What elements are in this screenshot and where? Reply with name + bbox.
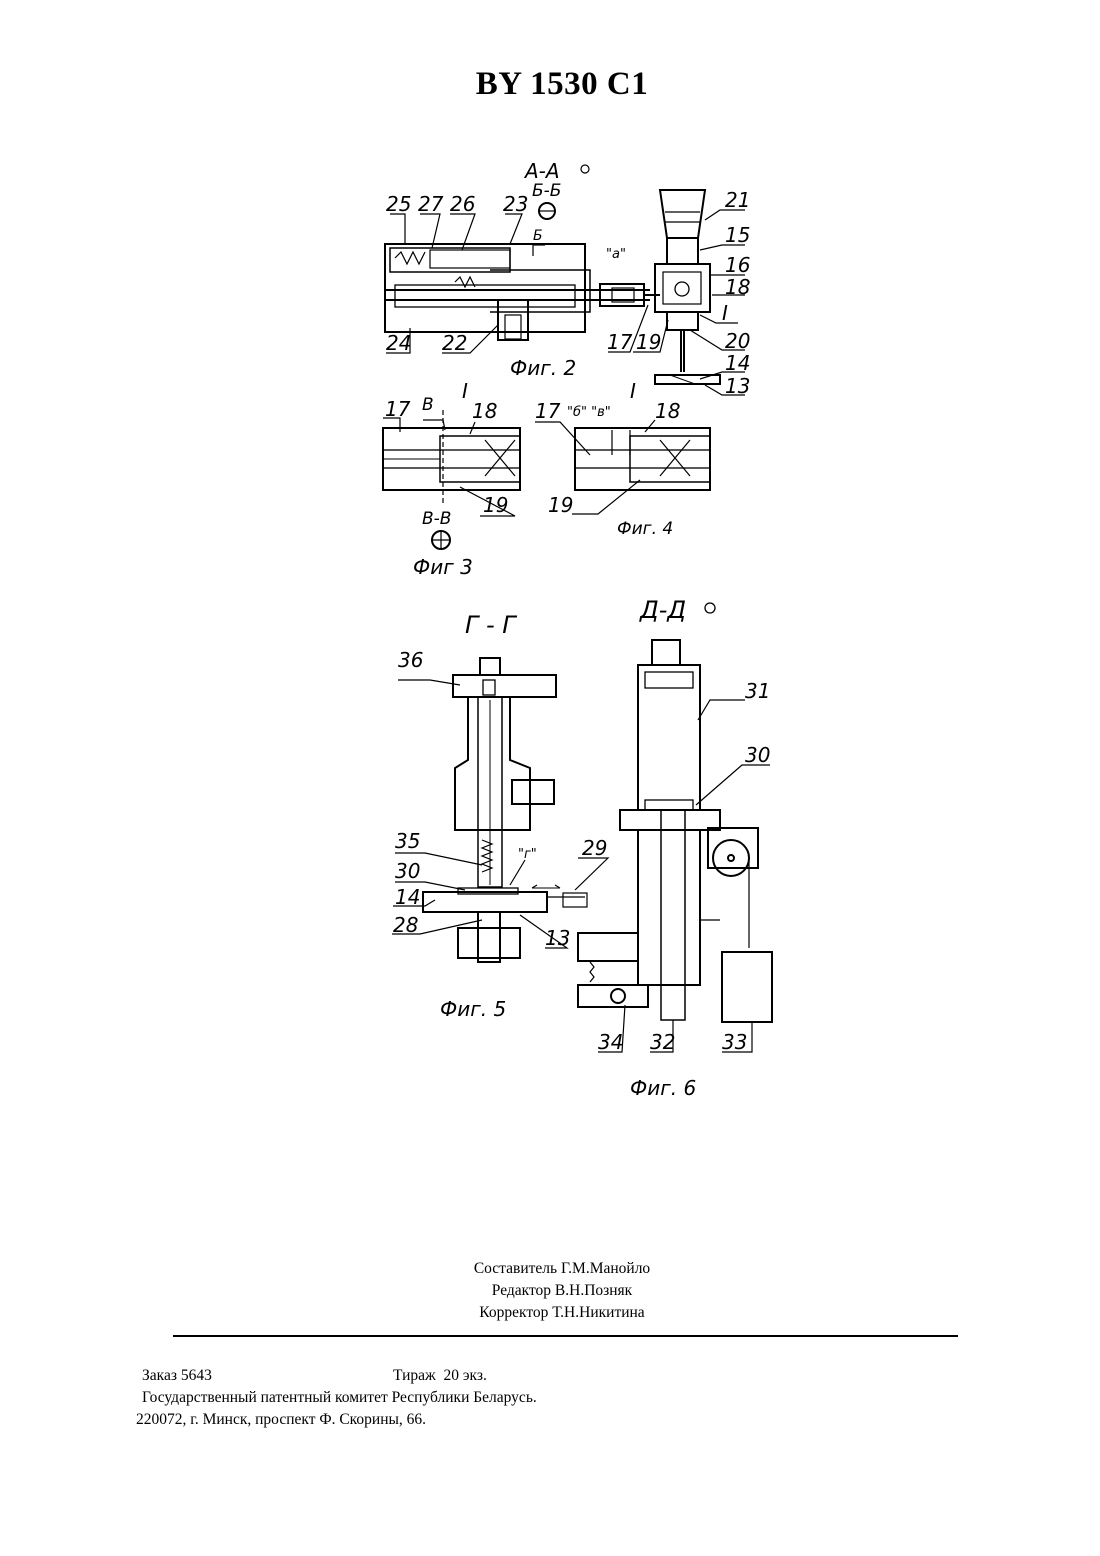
section-label-d-d: Д-Д [639,596,686,624]
figure-6-drawing [578,603,772,1052]
credits-proofreader: Корректор Т.Н.Никитина [0,1302,1100,1323]
fig3-marker-v: В [422,395,434,415]
fig5-label-28: 28 [393,913,418,937]
fig2-label-25: 25 [386,192,411,216]
fig2-label-20: 20 [725,329,750,353]
fig4-label-19: 19 [548,493,573,517]
fig6-caption: Фиг. 6 [630,1076,696,1100]
letter-a: "а" [606,247,626,262]
fig4-label-17: 17 [535,399,561,423]
figure-5-drawing [392,658,608,962]
fig5-label-36: 36 [398,648,423,672]
patent-drawings: А-А Б-Б Б "а" 25 27 26 23 21 15 16 18 24… [360,150,800,1110]
fig6-label-33: 33 [722,1030,747,1054]
fig2-label-16: 16 [725,253,750,277]
fig5-label-13: 13 [545,926,570,950]
fig5-caption: Фиг. 5 [440,997,506,1021]
fig4-letters: "б" "в" [567,405,611,420]
section-label-v-v: В-В [422,509,451,529]
fig2-label-27: 27 [418,192,444,216]
fig3-label-19: 19 [483,493,508,517]
fig3-caption: Фиг 3 [413,555,473,579]
fig2-label-15: 15 [725,223,750,247]
fig6-label-34: 34 [598,1030,623,1054]
footer-divider [173,1335,958,1337]
footer-circulation: Тираж 20 экз. [393,1367,487,1385]
fig2-label-24: 24 [386,331,411,355]
figure-3-drawing [383,410,520,549]
fig2-label-19: 19 [636,330,661,354]
fig4-caption: Фиг. 4 [617,519,673,539]
patent-number-title: BY 1530 C1 [0,66,1100,103]
fig3-label-I: I [462,379,468,403]
fig2-label-18: 18 [725,275,750,299]
fig2-label-26: 26 [450,192,475,216]
fig5-label-35: 35 [395,829,420,853]
fig2-label-22: 22 [442,331,467,355]
fig2-label-17: 17 [607,330,633,354]
fig3-label-18: 18 [472,399,497,423]
fig5-label-14: 14 [395,885,420,909]
fig6-label-31: 31 [745,679,770,703]
fig4-label-I: I [630,379,636,403]
section-label-a-a: А-А [523,159,560,183]
fig5-label-30: 30 [395,859,420,883]
credits-compiler: Составитель Г.М.Манойло [0,1258,1100,1279]
fig2-label-13: 13 [725,374,750,398]
footer-order: Заказ 5643 [142,1367,212,1385]
fig2-label-I: I [722,301,728,325]
footer-address: 220072, г. Минск, проспект Ф. Скорины, 6… [136,1411,426,1429]
section-label-g-g: Г - Г [465,611,517,639]
credits-editor: Редактор В.Н.Позняк [0,1280,1100,1301]
fig2-caption: Фиг. 2 [510,356,576,380]
fig3-label-17: 17 [385,397,411,421]
section-marker-b: Б [533,228,543,244]
fig2-label-23: 23 [503,192,528,216]
fig2-label-21: 21 [725,188,750,212]
fig6-label-30: 30 [745,743,770,767]
letter-g: "г" [518,847,537,862]
fig6-label-32: 32 [650,1030,675,1054]
fig4-label-18: 18 [655,399,680,423]
fig5-label-29: 29 [582,836,607,860]
footer-committee: Государственный патентный комитет Респуб… [142,1389,537,1407]
fig2-label-14: 14 [725,351,750,375]
section-label-b-b: Б-Б [532,181,561,201]
